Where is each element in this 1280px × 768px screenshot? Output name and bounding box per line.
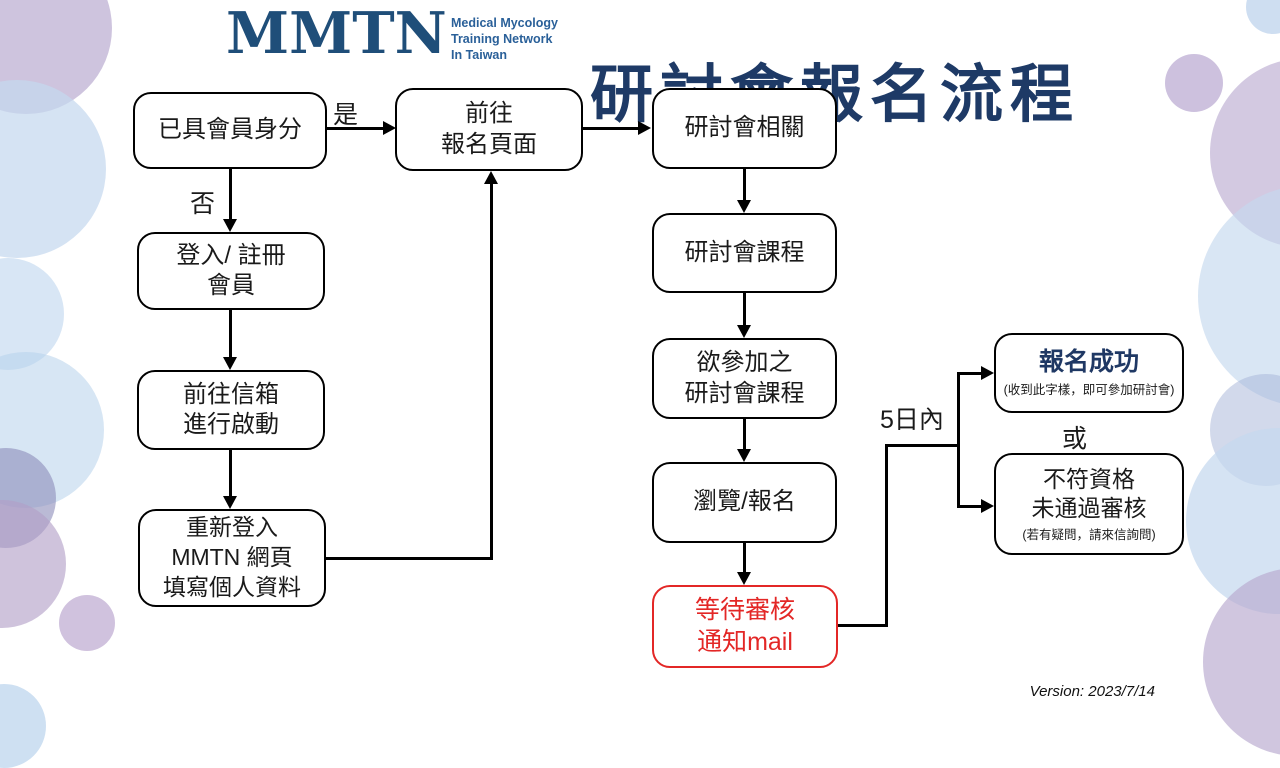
decor-circle: [1165, 54, 1223, 112]
node-fail-label: 不符資格 未通過審核: [1031, 465, 1147, 521]
node-mailbox-activate-label: 前往信箱 進行啟動: [183, 380, 279, 438]
arrowhead: [737, 572, 751, 585]
edge-label-yes: 是: [333, 101, 359, 129]
mmtn-logo-acronym: MMTN: [226, 0, 447, 67]
connector: [743, 543, 746, 573]
node-go-registration-label: 前往 報名頁面: [441, 100, 537, 158]
node-wait-review-label: 等待審核 通知mail: [694, 596, 795, 656]
node-seminar-course: 研討會課程: [652, 213, 837, 293]
node-course-to-join-label: 欲參加之 研討會課程: [684, 349, 805, 407]
node-relogin: 重新登入 MMTN 網頁 填寫個人資料: [138, 509, 326, 607]
arrowhead: [484, 171, 498, 184]
mmtn-logo-tagline: Medical Mycology Training Network In Tai…: [451, 15, 558, 63]
connector: [327, 127, 384, 130]
arrowhead: [737, 449, 751, 462]
edge-label-no: 否: [190, 190, 216, 218]
arrowhead: [981, 499, 994, 513]
node-go-registration: 前往 報名頁面: [395, 88, 583, 171]
connector: [743, 169, 746, 201]
node-fail-note: (若有疑問，請來信詢問): [1022, 528, 1156, 543]
node-success: 報名成功 (收到此字樣，即可參加研討會): [994, 333, 1184, 413]
connector: [743, 293, 746, 326]
edge-label-within-5-days: 5日內: [880, 406, 944, 434]
connector: [838, 624, 888, 627]
node-success-note: (收到此字樣，即可參加研討會): [1003, 382, 1175, 397]
arrowhead: [223, 219, 237, 232]
arrowhead: [737, 325, 751, 338]
node-member-check-label: 已具會員身分: [158, 116, 302, 144]
node-course-to-join: 欲參加之 研討會課程: [652, 338, 837, 419]
mmtn-logo-tagline-line: Training Network: [451, 32, 553, 46]
version-label: Version: 2023/7/14: [1029, 683, 1155, 700]
mmtn-logo-tagline-line: Medical Mycology: [451, 16, 558, 30]
mmtn-logo-tagline-line: In Taiwan: [451, 48, 508, 62]
connector: [885, 444, 960, 447]
node-seminar-related: 研討會相關: [652, 88, 837, 169]
edge-label-or: 或: [1062, 425, 1088, 453]
node-success-title: 報名成功: [1038, 348, 1139, 377]
node-relogin-label: 重新登入 MMTN 網頁 填寫個人資料: [163, 514, 301, 600]
arrowhead: [981, 366, 994, 380]
connector: [885, 444, 888, 627]
connector: [583, 127, 639, 130]
node-member-check: 已具會員身分: [133, 92, 327, 169]
decor-circle: [59, 595, 115, 651]
node-wait-review: 等待審核 通知mail: [652, 585, 838, 668]
node-seminar-course-label: 研討會課程: [684, 238, 805, 266]
connector: [490, 184, 493, 560]
connector: [743, 419, 746, 450]
node-login-register-label: 登入/ 註冊 會員: [176, 241, 286, 299]
connector: [957, 372, 960, 508]
node-mailbox-activate: 前往信箱 進行啟動: [137, 370, 325, 450]
connector: [229, 169, 232, 220]
arrowhead: [638, 121, 651, 135]
arrowhead: [223, 496, 237, 509]
arrowhead: [223, 357, 237, 370]
node-browse-register-label: 瀏覽/報名: [693, 488, 796, 516]
connector: [957, 372, 982, 375]
node-browse-register: 瀏覽/報名: [652, 462, 837, 543]
arrowhead: [383, 121, 396, 135]
connector: [229, 310, 232, 358]
node-seminar-related-label: 研討會相關: [684, 114, 805, 142]
connector: [957, 505, 982, 508]
connector: [229, 450, 232, 497]
node-fail: 不符資格 未通過審核 (若有疑問，請來信詢問): [994, 453, 1184, 555]
connector: [326, 557, 493, 560]
arrowhead: [737, 200, 751, 213]
node-login-register: 登入/ 註冊 會員: [137, 232, 325, 310]
